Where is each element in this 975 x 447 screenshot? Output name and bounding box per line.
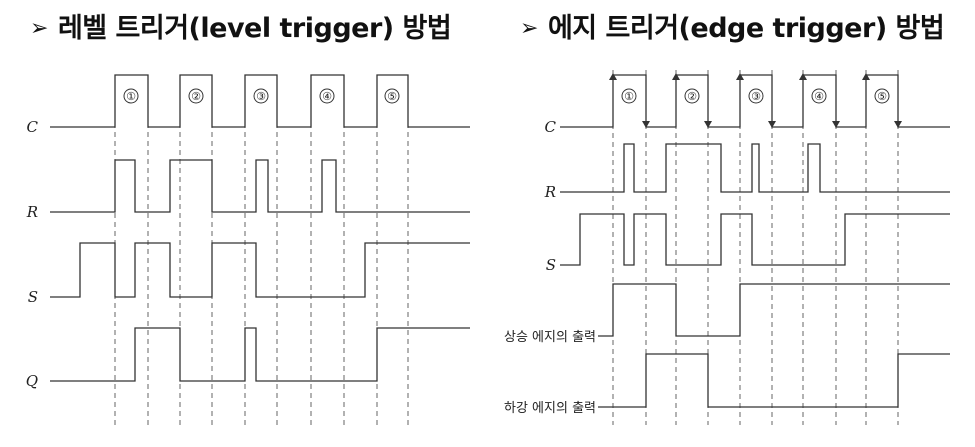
left-signal-s-label: S [28, 288, 38, 306]
left-clock-waveform [50, 74, 470, 128]
left-pulse-number-1: ① [126, 90, 136, 103]
right-pulse-circle-3 [748, 88, 764, 104]
left-signal-q-label: Q [26, 372, 38, 390]
right-r-waveform [560, 143, 950, 193]
right-clock-waveform [560, 74, 950, 128]
left-panel-title: ➢ 레벨 트리거(level trigger) 방법 [30, 6, 452, 45]
left-pulse-circle-2 [188, 88, 204, 104]
rising-edge-arrow-icon-2 [672, 73, 680, 80]
left-signal-r-label: R [26, 203, 38, 221]
falling-edge-arrow-icon-4 [832, 121, 840, 128]
left-s-waveform [50, 242, 470, 298]
bullet-arrow-icon: ➢ [520, 16, 538, 41]
left-pulse-circle-1 [123, 88, 139, 104]
right-title-text: 에지 트리거(edge trigger) 방법 [547, 13, 945, 44]
right-pulse-number-3: ③ [751, 90, 761, 103]
falling-edge-arrow-icon-1 [642, 121, 650, 128]
falling-edge-output-waveform [598, 353, 950, 408]
rising-edge-arrow-icon-5 [862, 73, 870, 80]
right-pulse-circle-1 [621, 88, 637, 104]
left-pulse-number-4: ④ [322, 90, 332, 103]
left-title-text: 레벨 트리거(level trigger) 방법 [57, 13, 452, 44]
rising-edge-arrow-icon-4 [799, 73, 807, 80]
left-pulse-circle-5 [384, 88, 400, 104]
left-r-waveform [50, 159, 470, 213]
left-q-waveform [50, 327, 470, 382]
right-pulse-number-5: ⑤ [877, 90, 887, 103]
right-signal-r-label: R [544, 183, 556, 201]
right-panel-title: ➢ 에지 트리거(edge trigger) 방법 [520, 6, 945, 45]
left-pulse-circle-4 [319, 88, 335, 104]
right-signal-c-label: C [545, 118, 557, 136]
left-pulse-number-5: ⑤ [387, 90, 397, 103]
right-s-waveform [560, 213, 950, 266]
falling-edge-arrow-icon-2 [704, 121, 712, 128]
rising-edge-arrow-icon-1 [609, 73, 617, 80]
rising-edge-arrow-icon-3 [736, 73, 744, 80]
rising-edge-output-label: 상승 에지의 출력 [504, 330, 596, 345]
right-pulse-circle-5 [874, 88, 890, 104]
rising-edge-output-waveform [598, 283, 950, 337]
left-pulse-number-2: ② [191, 90, 201, 103]
falling-edge-arrow-icon-5 [894, 121, 902, 128]
falling-edge-output-label: 하강 에지의 출력 [504, 401, 596, 416]
falling-edge-arrow-icon-3 [768, 121, 776, 128]
right-signal-s-label: S [546, 256, 556, 274]
right-pulse-circle-4 [811, 88, 827, 104]
right-pulse-number-1: ① [624, 90, 634, 103]
right-pulse-number-4: ④ [814, 90, 824, 103]
right-pulse-number-2: ② [687, 90, 697, 103]
left-signal-c-label: C [27, 118, 39, 136]
right-pulse-circle-2 [684, 88, 700, 104]
left-pulse-circle-3 [253, 88, 269, 104]
left-pulse-number-3: ③ [256, 90, 266, 103]
bullet-arrow-icon: ➢ [30, 16, 48, 41]
